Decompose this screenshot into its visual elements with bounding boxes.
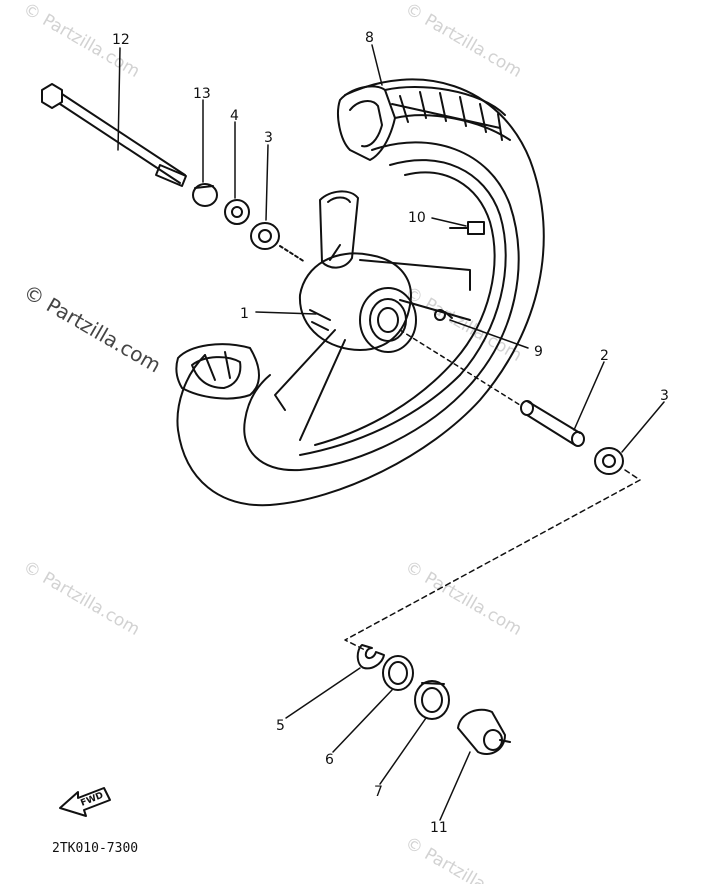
- spacer: [224, 199, 250, 225]
- leader-lines: [117, 44, 665, 821]
- hub: [298, 190, 417, 353]
- callout-6: 6: [325, 752, 334, 768]
- collar: [192, 183, 218, 207]
- retainer-clip: [356, 644, 385, 670]
- callout-5: 5: [276, 718, 285, 734]
- callout-9: 9: [534, 344, 543, 360]
- callout-4: 4: [230, 108, 239, 124]
- bearing: [594, 447, 624, 475]
- callout-8: 8: [365, 30, 374, 46]
- callout-7: 7: [374, 784, 383, 800]
- bearing: [414, 680, 450, 720]
- callout-2: 2: [600, 348, 609, 364]
- tire: [175, 78, 545, 507]
- callout-1: 1: [240, 306, 249, 322]
- part-number: 2TK010-7300: [52, 841, 138, 856]
- oil-seal: [382, 655, 414, 691]
- callout-3: 3: [264, 130, 273, 146]
- spacer-tube: [520, 400, 585, 447]
- bolt: [449, 221, 485, 235]
- watermark: © Partzilla.com: [20, 280, 166, 378]
- watermark: © Partzilla.com: [402, 0, 526, 82]
- callout-13: 13: [193, 86, 211, 102]
- forward-arrow-icon: [59, 787, 111, 817]
- callout-10: 10: [408, 210, 426, 226]
- spokes: [274, 244, 471, 441]
- valve: [434, 309, 453, 321]
- callout-11: 11: [430, 820, 448, 836]
- axle: [41, 83, 187, 187]
- callout-3: 3: [660, 388, 669, 404]
- watermark: © Partzilla.com: [20, 557, 144, 640]
- bearing: [250, 222, 280, 250]
- watermark: © Partzilla.com: [402, 557, 526, 640]
- watermark: © Partzilla.com: [402, 833, 526, 884]
- callouts: 12 13 4 3 8 10 1 9 2 3 5 6 7 11: [112, 30, 669, 836]
- axle-cap: [457, 708, 511, 755]
- callout-12: 12: [112, 32, 130, 48]
